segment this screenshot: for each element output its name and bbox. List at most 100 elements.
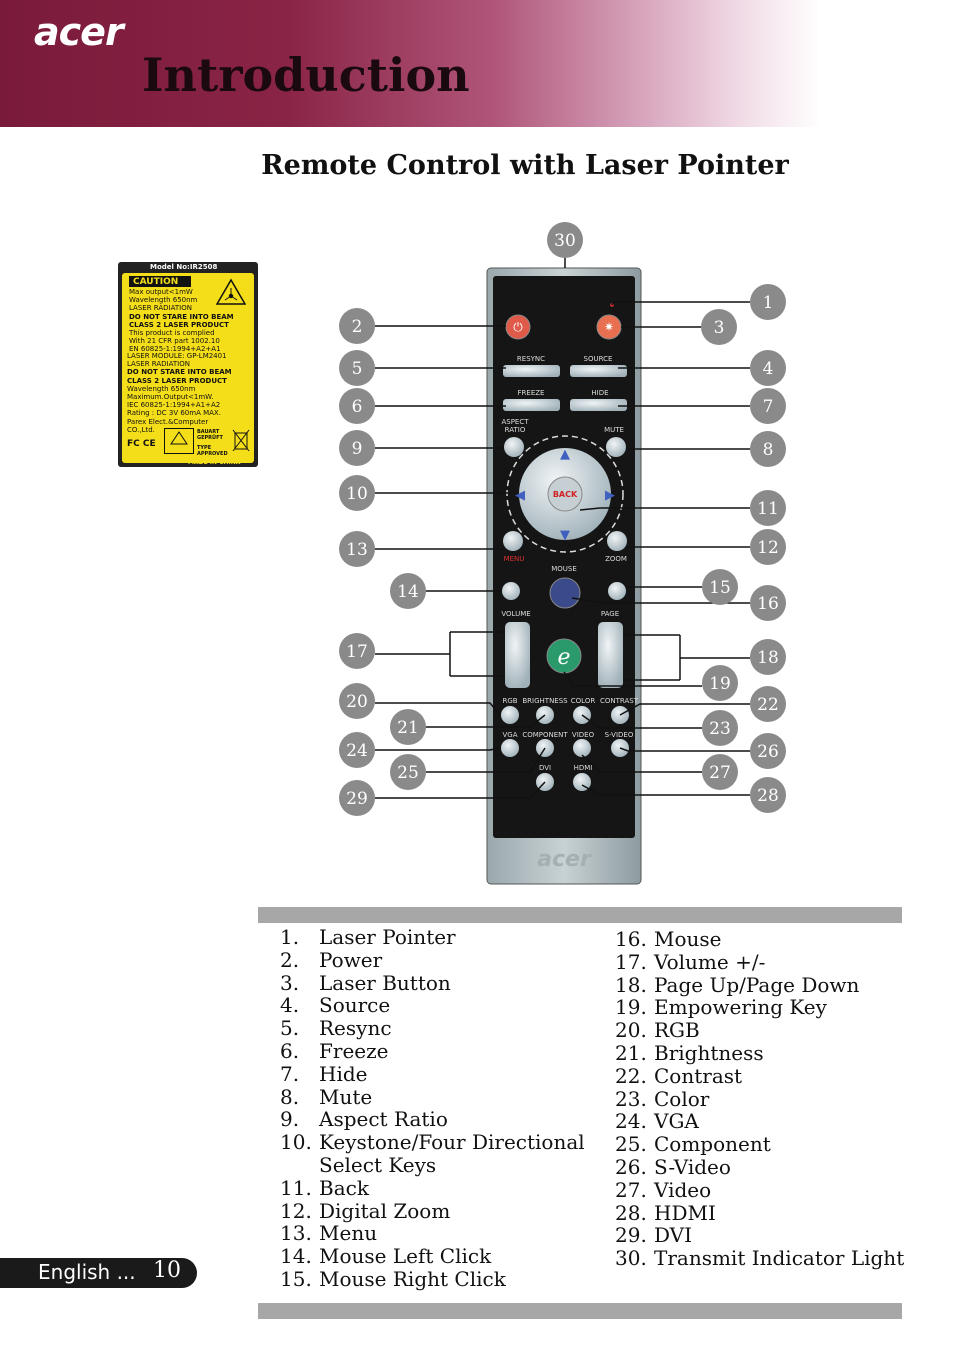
leader-line (375, 781, 546, 799)
label-line: DO NOT STARE INTO BEAM (129, 312, 234, 321)
legend-item-number: 22. (615, 1063, 647, 1088)
legend-item: 26.S-Video (615, 1156, 915, 1179)
legend-bottom-bar (258, 1303, 902, 1319)
legend-item-text: Digital Zoom (319, 1198, 451, 1223)
label-line: LASER MODULE: GP-LM2401 (127, 352, 227, 360)
leader-line (563, 671, 702, 687)
hdmi-button (573, 773, 591, 791)
leader-line (375, 702, 501, 716)
callout-circle (390, 709, 426, 745)
callout-number: 30 (554, 231, 576, 251)
callout-circle (339, 732, 375, 768)
legend-item-text: HDMI (654, 1200, 716, 1225)
label-bauart: BAUART GEPRÜFT (197, 429, 223, 441)
label-made-in: MADE IN CHINA (188, 459, 241, 466)
legend-item: 16.Mouse (615, 928, 915, 951)
right-arrow-icon: ▶ (605, 488, 615, 503)
leader-line (611, 301, 750, 306)
brightness-label: BRIGHTNESS (522, 697, 568, 705)
legend-item-text: DVI (654, 1223, 693, 1248)
legend-item: 24.VGA (615, 1110, 915, 1133)
label-certifications: FC CE (127, 439, 156, 449)
freeze-label: FREEZE (518, 389, 545, 397)
callout-number: 28 (757, 786, 779, 806)
callout-number: 29 (346, 789, 368, 809)
resync-label: RESYNC (517, 355, 545, 363)
legend-item: 9.Aspect Ratio (280, 1108, 600, 1131)
mute-button (606, 437, 626, 457)
left-arrow-icon: ◀ (515, 488, 525, 503)
leader-line (623, 634, 681, 681)
label-line: CLASS 2 LASER PRODUCT (127, 376, 227, 385)
callout-circle (339, 633, 375, 669)
callout-circle (750, 777, 786, 813)
caution-box (129, 276, 191, 287)
callout-circle (339, 430, 375, 466)
leader-line (571, 597, 750, 604)
leader-line (375, 747, 501, 751)
mouse-right-button (608, 582, 626, 600)
label-line: LASER RADIATION (127, 360, 190, 369)
legend-item: 14.Mouse Left Click (280, 1245, 600, 1268)
legend-item: 15.Mouse Right Click (280, 1268, 600, 1291)
callout-circle (339, 350, 375, 386)
legend-item: 3.Laser Button (280, 971, 600, 995)
legend-item-text: Mouse (654, 927, 722, 951)
legend-item: 8. Mute (280, 1084, 600, 1109)
legend-item-text: Mute (319, 1084, 373, 1109)
legend-item-number: 14. (280, 1244, 312, 1269)
callout-number: 16 (757, 594, 779, 614)
callout-circle (339, 683, 375, 719)
legend-item: 2.Power (280, 948, 600, 972)
legend-item-number: 29. (615, 1223, 647, 1248)
label-line: DO NOT STARE INTO BEAM (127, 368, 232, 377)
header-banner (0, 0, 954, 127)
legend-item-number: 26. (615, 1154, 647, 1179)
leader-line (619, 703, 750, 716)
legend-item-number: 12. (280, 1198, 312, 1223)
legend-item-text: VGA (654, 1109, 699, 1134)
legend-item-number: 4. (280, 993, 300, 1018)
volume-label: VOLUME (501, 610, 530, 618)
vga-button (501, 739, 519, 757)
label-line: Maximum.Output<1mW. (127, 393, 214, 401)
up-arrow-icon: ▲ (560, 447, 570, 462)
callout-number: 3 (714, 318, 725, 338)
rgb-button (501, 706, 519, 724)
legend-item-text: Video (654, 1177, 712, 1202)
legend-item: 19.Empowering Key (615, 996, 915, 1019)
label-line: CO.,Ltd. (127, 425, 155, 434)
legend-item-number: 1. (280, 925, 300, 949)
legend-item-text: Color (654, 1086, 710, 1111)
legend-item-text: Aspect Ratio (319, 1107, 448, 1132)
callout-number: 13 (346, 540, 368, 560)
color-label: COLOR (571, 697, 596, 705)
leader-line (581, 754, 702, 773)
hide-button (570, 399, 627, 411)
callout-number: 10 (346, 484, 368, 504)
callout-circle (702, 754, 738, 790)
callout-number: 17 (346, 642, 368, 662)
callout-number: 21 (397, 718, 419, 738)
legend-item-number: 20. (615, 1018, 647, 1043)
legend-item-number: 7. (280, 1061, 300, 1086)
callout-circle (750, 490, 786, 526)
zoom-button (607, 531, 627, 551)
acer-logo: acer (34, 10, 124, 54)
leader-lines (375, 222, 750, 799)
callout-circle (750, 686, 786, 722)
section-title: Remote Control with Laser Pointer (261, 150, 789, 181)
label-line: CLASS 2 LASER PRODUCT (129, 320, 229, 329)
leader-line (426, 747, 546, 773)
legend-item-number: 8. (280, 1084, 300, 1109)
label-line: Max output<1mW (129, 288, 193, 296)
legend-item-number: 13. (280, 1221, 312, 1246)
legend-item-text: Menu (319, 1221, 378, 1246)
resync-button (503, 365, 560, 377)
back-button (547, 476, 583, 512)
label-line: Parex Elect.&Computer (127, 417, 209, 426)
leader-line (581, 714, 702, 729)
callout-number: 19 (709, 674, 731, 694)
